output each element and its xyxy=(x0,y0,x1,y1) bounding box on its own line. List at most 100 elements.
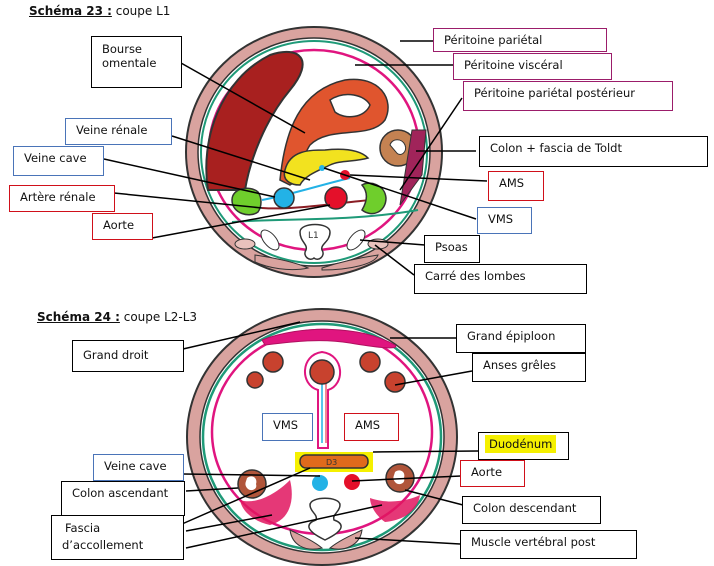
label-colon-descendant: Colon descendant xyxy=(462,496,601,524)
schema23-title: Schéma 23 : coupe L1 xyxy=(29,4,170,18)
aorta xyxy=(344,474,360,490)
vertebra-l1 xyxy=(299,223,331,261)
label-bourse-omentale-line1: Bourse xyxy=(102,42,143,56)
label-veine-renale: Veine rénale xyxy=(65,118,172,145)
label-bourse-omentale: Bourse omentale xyxy=(91,36,182,88)
right-kidney xyxy=(231,187,262,216)
leader-aorte xyxy=(351,475,462,482)
leader-aorte xyxy=(151,204,331,239)
schema23-leader-lines xyxy=(103,40,488,276)
renal-artery xyxy=(261,199,371,210)
vertebra-label: L1 xyxy=(308,231,319,241)
leader-peritoine-parietal-post xyxy=(399,97,463,191)
liver xyxy=(205,50,304,191)
fascia-line xyxy=(200,40,428,264)
leader-fascia-3 xyxy=(185,504,383,549)
leader-fascia-2 xyxy=(185,514,273,532)
small-intestine-loop xyxy=(246,371,264,389)
psoas-right xyxy=(346,229,366,251)
aorta xyxy=(324,186,348,210)
leader-grand-droit xyxy=(182,321,301,350)
leader-psoas xyxy=(359,239,426,246)
duodenum-d3 xyxy=(299,454,369,469)
leader-fascia-1 xyxy=(181,467,311,525)
label-aorte: Aorte xyxy=(92,213,153,240)
label-psoas: Psoas xyxy=(424,235,480,263)
label-artere-renale: Artère rénale xyxy=(9,185,115,212)
label-vms: VMS xyxy=(477,207,532,234)
fascia-accollement-right xyxy=(240,480,292,525)
leader-muscle-vertebral xyxy=(354,537,461,545)
posterior-fascia xyxy=(231,209,419,223)
label-fascia-accollement-line1: Fascia xyxy=(65,521,101,535)
greater-omentum xyxy=(261,328,397,349)
leader-carre-lombes xyxy=(374,244,415,276)
small-intestine-loop xyxy=(262,351,284,373)
quadratus-left xyxy=(234,238,256,250)
label-ams: AMS xyxy=(488,171,544,201)
label-vms-24: VMS xyxy=(262,413,313,441)
schema23-cross-section: L1 xyxy=(185,26,443,278)
schema24-leader-lines xyxy=(181,321,479,549)
ascending-colon-lumen xyxy=(245,476,257,491)
leader-anses-greles xyxy=(394,370,473,386)
small-intestine-loop xyxy=(359,351,381,373)
back-muscle-left xyxy=(289,529,324,550)
label-duodenum-text: Duodénum xyxy=(485,435,557,453)
back-muscle-left xyxy=(254,254,310,271)
schema23-title-bold: Schéma 23 : xyxy=(29,4,112,18)
label-muscle-vertebral-post: Muscle vertébral post xyxy=(460,530,637,559)
label-veine-cave-24: Veine cave xyxy=(93,454,184,481)
leader-vms xyxy=(323,167,477,220)
renal-vein xyxy=(261,177,351,201)
psoas-left xyxy=(260,229,280,251)
small-intestine-loop xyxy=(384,371,406,393)
label-fascia-accollement-line2: d’accollement xyxy=(62,538,144,552)
schema24-title-rest: coupe L2-L3 xyxy=(119,310,198,324)
schema24-title: Schéma 24 : coupe L2-L3 xyxy=(37,310,197,324)
colon-lumen xyxy=(389,139,407,155)
stomach-lumen xyxy=(329,93,371,118)
leader-colon-descendant xyxy=(404,489,464,506)
descending-colon-lumen xyxy=(393,470,405,485)
vms-vessel xyxy=(319,165,325,171)
label-grand-epiploon: Grand épiploon xyxy=(456,324,586,353)
label-colon-ascendant: Colon ascendant xyxy=(61,481,185,516)
leader-artere-renale xyxy=(113,192,263,209)
label-colon-fascia-toldt: Colon + fascia de Toldt xyxy=(479,136,708,167)
label-anses-greles: Anses grêles xyxy=(472,353,586,382)
label-duodenum: Duodénum xyxy=(478,432,569,460)
duodenum-segment-label: D3 xyxy=(326,458,337,467)
label-carre-des-lombes: Carré des lombes xyxy=(414,264,587,294)
leader-veine-cave xyxy=(182,473,321,477)
back-muscle-right xyxy=(321,254,379,271)
pancreas xyxy=(283,148,370,186)
back-muscle-right xyxy=(328,529,363,550)
leader-veine-renale xyxy=(171,135,311,181)
schema24-title-bold: Schéma 24 : xyxy=(37,310,120,324)
label-veine-cave: Veine cave xyxy=(13,146,104,176)
label-peritoine-parietal: Péritoine pariétal xyxy=(433,28,607,52)
mesenteric-loop xyxy=(309,359,335,385)
label-grand-droit: Grand droit xyxy=(72,340,184,372)
schema24-cross-section: D3 xyxy=(186,308,458,566)
label-fascia-accollement: Fascia d’accollement xyxy=(51,515,184,560)
label-bourse-omentale-line2: omentale xyxy=(102,56,157,70)
label-peritoine-visceral: Péritoine viscéral xyxy=(453,53,612,80)
vena-cava xyxy=(273,187,295,209)
label-peritoine-parietal-posterieur: Péritoine pariétal postérieur xyxy=(463,81,673,111)
leader-duodenum xyxy=(372,450,479,453)
label-aorte-24: Aorte xyxy=(460,460,525,487)
fascia-toldt xyxy=(399,129,427,206)
label-ams-24: AMS xyxy=(344,413,399,441)
leader-bourse-omentale xyxy=(180,62,306,134)
leader-colon-ascendant xyxy=(185,487,239,492)
leader-veine-cave xyxy=(103,158,276,198)
schema23-title-rest: coupe L1 xyxy=(111,4,171,18)
fascia-line xyxy=(201,322,443,552)
left-kidney xyxy=(360,182,387,215)
leader-ams xyxy=(349,174,488,182)
vertebra xyxy=(308,497,342,541)
vena-cava xyxy=(312,475,328,491)
